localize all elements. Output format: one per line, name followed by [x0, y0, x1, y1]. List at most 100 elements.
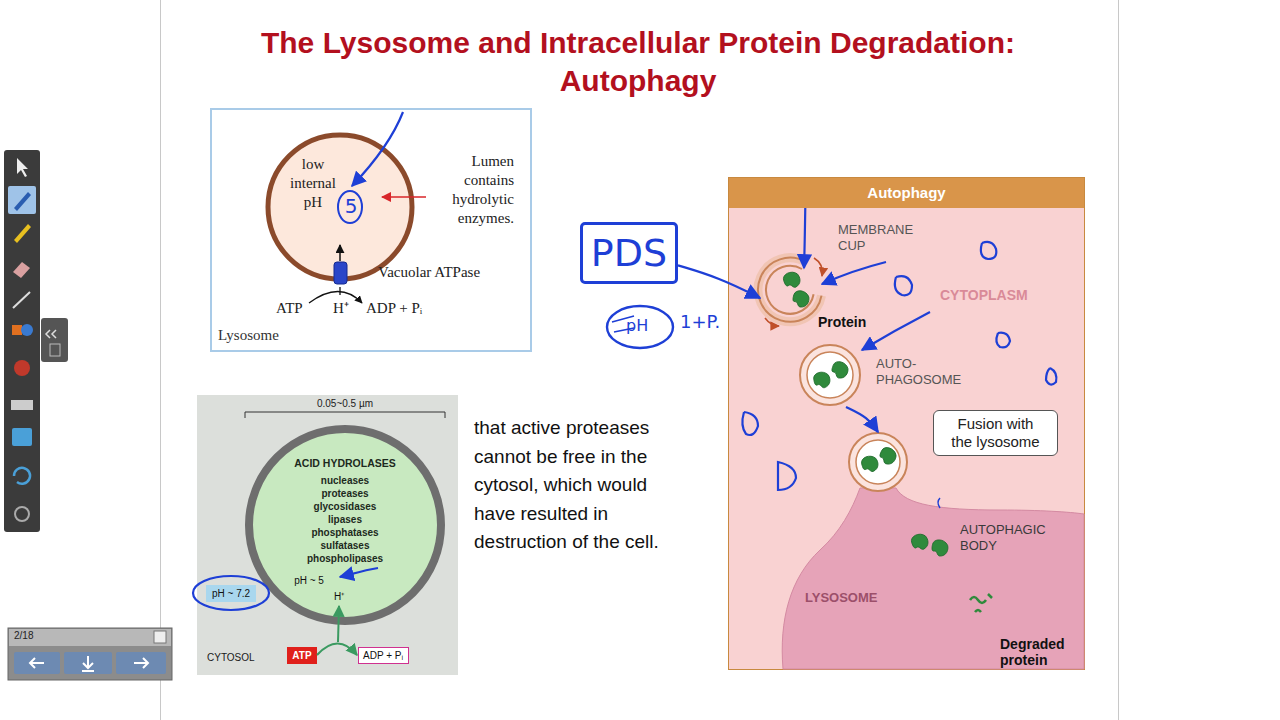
- region-name: CYTOPLASM: [940, 287, 1050, 303]
- toolbar-part: [14, 468, 30, 484]
- text-slot: that active proteases cannot be free in …: [474, 414, 692, 557]
- toolbar: [4, 150, 68, 532]
- note: that active proteases cannot be free in …: [474, 414, 692, 557]
- hydrolase-figure-drawing-part: [338, 606, 339, 642]
- figure-panel-text: CYTOSOL: [207, 652, 267, 663]
- degraded-vesicle-text: Degraded protein: [1000, 636, 1080, 668]
- text-slot: AUTO- PHAGOSOME: [876, 356, 986, 388]
- slide-navigator-part: [154, 631, 166, 643]
- lysosome-region-part: [849, 433, 907, 491]
- slide-counter: 2/18: [14, 630, 54, 641]
- hydrolase-figure-drawing: [193, 412, 445, 655]
- hydrolase-figure-drawing-part: [317, 644, 357, 656]
- slide-navigator-part: [30, 658, 44, 668]
- handwritten-arrow: [678, 265, 760, 298]
- slide-navigator-part: [134, 658, 148, 668]
- lysosome-figure-drawing-part: [334, 262, 347, 284]
- handwriting-part: [981, 242, 996, 259]
- note: Lumen contains hydrolytic enzymes.: [430, 152, 514, 228]
- lysosome-region-part: [782, 488, 1084, 669]
- slide-border: [161, 0, 1119, 720]
- text-slot: 2/18: [14, 630, 54, 641]
- handwriting-part: [804, 178, 806, 268]
- toolbar-part: [14, 360, 30, 376]
- text-slot: low internal pH: [282, 155, 344, 212]
- autophagy-drawing-part: [970, 594, 992, 612]
- text-slot: 5: [342, 194, 360, 218]
- lysosome-circle-text: phosphatases: [245, 526, 445, 539]
- autophagy-drawing-part: [782, 270, 802, 290]
- autophagy-drawing-part: [910, 532, 930, 552]
- lysosome-figure-drawing-part: [339, 287, 340, 295]
- autophagy-drawing-part: [758, 258, 821, 322]
- autophagy-drawing-part: [931, 539, 949, 557]
- handwriting-part: [895, 276, 912, 295]
- atp-box-text: ATP: [292, 650, 311, 661]
- text-slot: ATP: [276, 300, 310, 317]
- autophagy-panel-text: Autophagy: [729, 178, 1084, 208]
- figure-panel: pH ~ 5H⁺ACID HYDROLASESnucleasesprotease…: [197, 395, 458, 675]
- text-slot: Vacuolar ATPase: [378, 264, 508, 281]
- autophagy-drawing-part: [814, 258, 822, 276]
- handwriting-part: [742, 412, 758, 435]
- node-outline: [798, 343, 862, 407]
- lysosome-circle-text: ACID HYDROLASES: [245, 457, 445, 469]
- handwritten-note: 1+P.: [680, 311, 730, 332]
- toolbar-part: [12, 325, 22, 335]
- autophagy-drawing-part: [765, 318, 779, 326]
- text-slot: proteases: [245, 487, 445, 500]
- autophagy-drawing-part: [766, 266, 814, 314]
- text-slot: CYTOSOL: [207, 652, 267, 663]
- slide-navigator-part: [9, 629, 171, 646]
- membrane-cup-text: MEMBRANE CUP: [838, 222, 928, 254]
- toolbar-part: [41, 318, 68, 362]
- text-slot: phospholipases: [245, 552, 445, 565]
- toolbar-part: [12, 428, 32, 446]
- handwritten-box-text: PDS: [591, 231, 667, 275]
- toolbar-part: [13, 262, 30, 278]
- lysosome-circle: low internal pH: [265, 132, 415, 282]
- toolbar-part: [8, 186, 36, 214]
- toolbar-part: [11, 400, 33, 410]
- slide-navigator: [8, 628, 172, 680]
- adp-box-text: ADP + Pᵢ: [363, 650, 403, 661]
- autophagy-drawing-part: [758, 258, 821, 322]
- slide-navigator-part: [82, 656, 94, 671]
- toolbar-part: [17, 158, 28, 177]
- lysosome-circle-text: nucleases: [245, 474, 445, 487]
- lysosome-membrane: [268, 135, 412, 279]
- text-slot: AUTOPHAGIC BODY: [960, 522, 1070, 554]
- toolbar-part: [21, 324, 33, 336]
- handwriting: [607, 178, 1056, 508]
- node-outline: [728, 432, 1085, 670]
- autophagy-drawing-part: [860, 454, 879, 474]
- slide-border-part: [1118, 0, 1119, 720]
- hydrolase-figure-drawing-part: [340, 568, 378, 577]
- text-slot: MEMBRANE CUP: [838, 222, 928, 254]
- autophagy-panel: MEMBRANE CUPProteinAUTO- PHAGOSOMEFusion…: [728, 177, 1085, 670]
- ion-name: H⁺: [333, 297, 353, 317]
- text-slot: nucleases: [245, 474, 445, 487]
- ph-box-text: pH ~ 7.2: [212, 588, 250, 599]
- hydrolase-figure-drawing-part: [245, 412, 445, 418]
- text-slot: glycosidases: [245, 500, 445, 513]
- node-outline: [265, 132, 415, 282]
- toolbar-part: [14, 224, 31, 243]
- figure-panel-text: Lysosome: [218, 327, 308, 344]
- lysosome-figure-drawing-part: [338, 191, 362, 223]
- ph-box: pH ~ 7.2: [206, 585, 256, 602]
- handwritten-box: PDS: [580, 222, 678, 284]
- text-slot: Lumen contains hydrolytic enzymes.: [430, 152, 514, 228]
- membrane-ring: [807, 352, 853, 398]
- text-slot: ACID HYDROLASES: [245, 457, 445, 469]
- handwriting-part: [996, 333, 1010, 348]
- toolbar-part: [15, 507, 29, 521]
- lysosome-circle-text: phospholipases: [245, 552, 445, 565]
- handwriting-part: [822, 262, 886, 284]
- toolbar-part: [13, 292, 30, 308]
- lysosome-region-part: [856, 440, 900, 484]
- lysosome-circle-text: proteases: [245, 487, 445, 500]
- proton-box-text: H⁺: [334, 589, 344, 603]
- toolbar-part: [14, 192, 31, 211]
